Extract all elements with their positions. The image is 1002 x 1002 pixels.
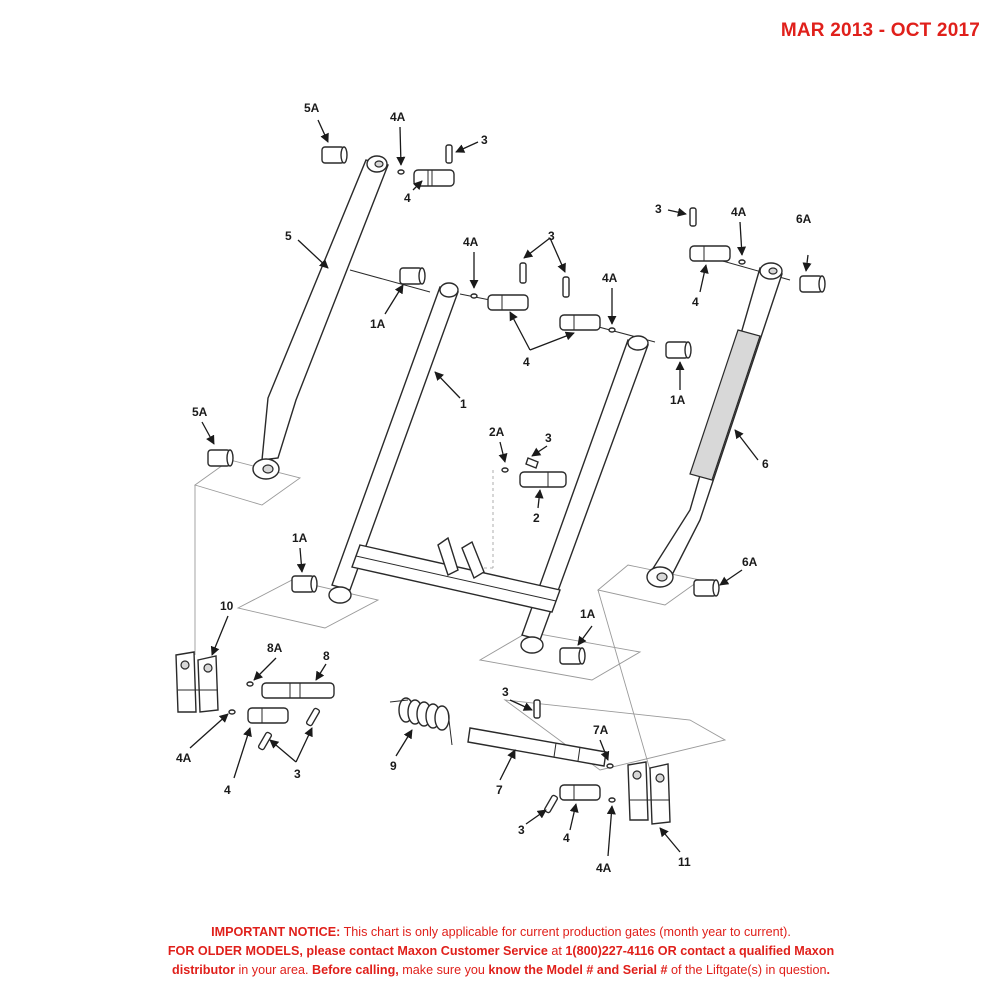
notice-distributor: distributor	[172, 963, 235, 977]
label-9: 9	[390, 759, 397, 773]
pin-4-lower-right[interactable]	[543, 784, 616, 814]
label-3-mid: 3	[548, 229, 555, 243]
label-5: 5	[285, 229, 292, 243]
label-4-l10: 4	[224, 783, 231, 797]
notice-text-5: of the Liftgate(s) in question	[667, 963, 827, 977]
date-range-title: MAR 2013 - OCT 2017	[780, 20, 980, 41]
label-1a-right: 1A	[670, 393, 686, 407]
notice-text-4: make sure you	[398, 963, 489, 977]
label-4a-l10: 4A	[176, 751, 192, 765]
label-4a-top: 4A	[390, 110, 406, 124]
label-4a-right: 4A	[731, 205, 747, 219]
part-1-frame[interactable]	[328, 282, 649, 654]
label-4-l11: 4	[563, 831, 570, 845]
label-2: 2	[533, 511, 540, 525]
label-6a-bottom: 6A	[742, 555, 758, 569]
notice-period: .	[826, 963, 830, 977]
label-1a-low: 1A	[292, 531, 308, 545]
label-3-pin2: 3	[545, 431, 552, 445]
notice-line-1: IMPORTANT NOTICE: This chart is only app…	[0, 923, 1002, 942]
pin-4-top[interactable]	[397, 144, 455, 187]
label-8: 8	[323, 649, 330, 663]
label-4a-mid2: 4A	[602, 271, 618, 285]
bushing-6a-bottom[interactable]	[693, 579, 720, 597]
pin-2[interactable]	[501, 457, 567, 488]
bushing-1a-upper-right[interactable]	[665, 341, 692, 359]
label-3-right: 3	[655, 202, 662, 216]
label-3-l10: 3	[294, 767, 301, 781]
label-5a-bottom: 5A	[192, 405, 208, 419]
notice-text-3: in your area.	[234, 963, 312, 977]
notice-model-serial: know the Model # and Serial #	[488, 963, 668, 977]
notice-older-models: FOR OLDER MODELS, please contact Maxon C…	[167, 944, 548, 958]
bushing-1a-lower-right[interactable]	[559, 647, 586, 665]
callout-labels: 5A 4A 3 4 5 3 4A 6A 4 6 4A 3 4A 1A 4 1A …	[176, 101, 812, 875]
label-4a-l11: 4A	[596, 861, 612, 875]
pin-8[interactable]	[246, 681, 335, 699]
label-11: 11	[678, 855, 691, 869]
parts-diagram: 5A 4A 3 4 5 3 4A 6A 4 6 4A 3 4A 1A 4 1A …	[175, 101, 826, 875]
part-6-link[interactable]	[646, 262, 783, 588]
bushing-1a-upper-left[interactable]	[399, 267, 426, 285]
label-3-top: 3	[481, 133, 488, 147]
label-4a-mid: 4A	[463, 235, 479, 249]
bushing-5a-top[interactable]	[321, 146, 348, 164]
label-1a-low2: 1A	[580, 607, 596, 621]
label-6a-top: 6A	[796, 212, 812, 226]
label-7: 7	[496, 783, 503, 797]
notice-text-2: at	[547, 944, 566, 958]
notice-line-2: FOR OLDER MODELS, please contact Maxon C…	[0, 942, 1002, 961]
label-1: 1	[460, 397, 467, 411]
shaft-7[interactable]	[467, 699, 614, 769]
notice-phone: 1(800)227-4116 OR contact a qualified Ma…	[565, 944, 835, 958]
part-5-link[interactable]	[252, 155, 389, 480]
bushing-6a-top[interactable]	[799, 275, 826, 293]
label-3-shaft: 3	[502, 685, 509, 699]
label-5a-top: 5A	[304, 101, 320, 115]
label-7a: 7A	[593, 723, 609, 737]
label-10: 10	[220, 599, 234, 613]
label-6: 6	[762, 457, 769, 471]
pins-4-middle[interactable]	[470, 262, 616, 333]
pin-4-lower-left[interactable]	[228, 707, 321, 751]
label-4-right: 4	[692, 295, 699, 309]
label-1a-left: 1A	[370, 317, 386, 331]
notice-line-3: distributor in your area. Before calling…	[0, 961, 1002, 980]
bushing-1a-lower-left[interactable]	[291, 575, 318, 593]
part-10-bracket[interactable]	[175, 651, 219, 713]
important-notice: IMPORTANT NOTICE: This chart is only app…	[0, 923, 1002, 980]
label-8a: 8A	[267, 641, 283, 655]
label-4-mid: 4	[523, 355, 530, 369]
bushing-5a-bottom[interactable]	[207, 449, 234, 467]
pin-4-right[interactable]	[689, 207, 746, 265]
label-3-l11: 3	[518, 823, 525, 837]
notice-heading: IMPORTANT NOTICE:	[211, 925, 341, 939]
label-4-top: 4	[404, 191, 411, 205]
part-11-bracket[interactable]	[627, 761, 671, 825]
notice-before-calling: Before calling,	[312, 963, 399, 977]
notice-text-1: This chart is only applicable for curren…	[340, 925, 791, 939]
leader-arrows	[189, 119, 812, 857]
spring-9[interactable]	[389, 697, 453, 746]
label-2a: 2A	[489, 425, 505, 439]
